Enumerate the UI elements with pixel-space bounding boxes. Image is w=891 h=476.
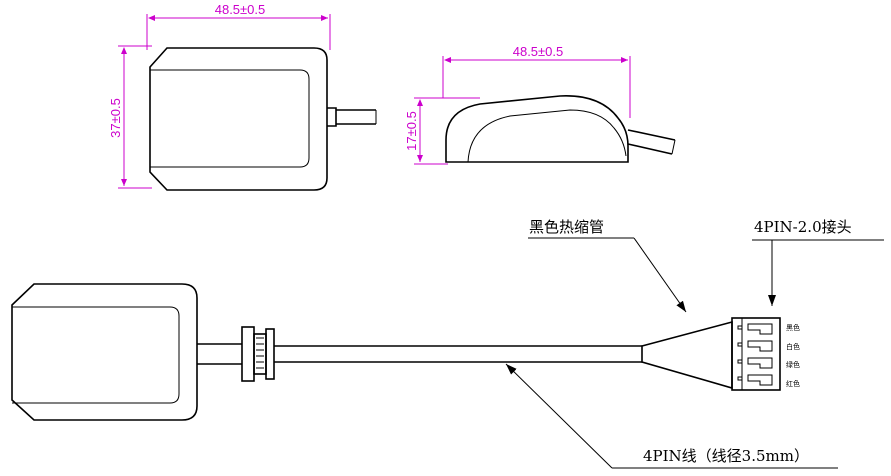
wire-color-labels: 黑色 白色 绿色 红色 — [786, 323, 800, 388]
top-view-dimensions: 48.5±0.5 37±0.5 — [108, 2, 331, 189]
wire-color-3: 绿色 — [786, 360, 800, 369]
side-view-dimensions: 48.5±0.5 17±0.5 — [404, 44, 631, 165]
cable-label: 4PIN线（线径3.5mm） — [643, 447, 809, 465]
side-height-dim: 17±0.5 — [404, 111, 419, 151]
wire-color-2: 白色 — [786, 342, 800, 351]
callout-heat-shrink: 黑色热缩管 — [528, 218, 687, 313]
assembly-view — [11, 283, 781, 421]
side-view — [445, 95, 676, 163]
wire-color-1: 黑色 — [786, 323, 800, 332]
top-width-dim: 48.5±0.5 — [215, 2, 266, 17]
connector-label: 4PIN-2.0接头 — [754, 218, 852, 236]
heat-shrink-label: 黑色热缩管 — [529, 218, 604, 236]
side-width-dim: 48.5±0.5 — [513, 44, 564, 59]
top-view — [149, 47, 377, 191]
callout-cable: 4PIN线（线径3.5mm） — [505, 363, 838, 469]
top-height-dim: 37±0.5 — [108, 98, 123, 138]
wire-color-4: 红色 — [786, 379, 800, 388]
callout-connector: 4PIN-2.0接头 — [752, 218, 884, 306]
